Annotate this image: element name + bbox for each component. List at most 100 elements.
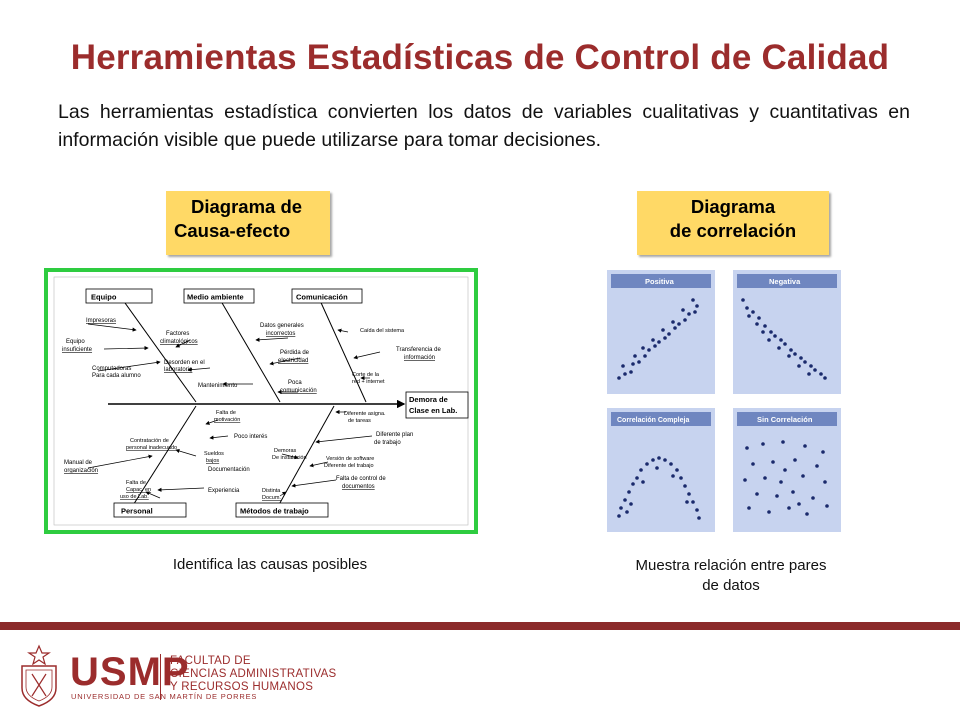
category-medio-ambiente-text: Medio ambiente [187, 293, 244, 302]
bone-personal [129, 405, 197, 511]
cause-computadoras-1: Computadoras [92, 366, 131, 372]
cause-falta-motiv-1: Falta de [216, 410, 236, 416]
cause-version-2: Diferente del trabajo [324, 463, 374, 469]
cause-impresoras: Impresoras [86, 318, 116, 324]
cause-poca-1: Poca [288, 380, 302, 386]
bone-equipo [119, 295, 197, 403]
category-medio-ambiente: Medio ambiente [183, 288, 255, 304]
scatter-point [691, 500, 695, 504]
scatter-point [697, 516, 701, 520]
scatter-point [619, 506, 623, 510]
scatter-point [657, 340, 661, 344]
scatter-point [743, 478, 747, 482]
scatter-point [821, 450, 825, 454]
scatter-point [647, 348, 651, 352]
scatter-point [629, 370, 633, 374]
cause-labels: Impresoras Equipo insuficiente Computado… [62, 318, 441, 501]
scatter-point [653, 344, 657, 348]
university-seal-icon [21, 644, 57, 707]
scatter-point [813, 368, 817, 372]
cause-factores-1: Factores [166, 331, 189, 337]
scatter-point [775, 494, 779, 498]
scatter-point [751, 462, 755, 466]
cause-version-1: Versión de software [326, 456, 374, 462]
scatter-point [763, 476, 767, 480]
scatter-point [793, 458, 797, 462]
scatter-point [683, 318, 687, 322]
scatter-point [761, 330, 765, 334]
scatter-title-sin-correlacion: Sin Correlación [757, 415, 813, 424]
scatter-point [767, 338, 771, 342]
scatter-point [805, 512, 809, 516]
effect-line2: Clase en Lab. [409, 406, 457, 415]
scatter-point [635, 476, 639, 480]
scatter-point [793, 352, 797, 356]
scatter-point [773, 334, 777, 338]
category-equipo: Equipo [85, 288, 153, 304]
scatter-panel-positiva: Positiva [607, 270, 715, 394]
scatter-point [675, 468, 679, 472]
bone-comunicacion [317, 295, 367, 403]
scatter-point [629, 502, 633, 506]
cause-computadoras-2: Para cada alumno [92, 373, 141, 379]
correlation-caption: Muestra relación entre pares de datos [600, 556, 862, 596]
scatter-point [673, 326, 677, 330]
cause-diferente-asig-2: de tareas [348, 418, 371, 424]
cause-demoras-2: De instalación [272, 455, 307, 461]
cause-transferencia-1: Transferencia de [396, 347, 441, 353]
scatter-point [671, 320, 675, 324]
cause-documentacion: Documentación [208, 467, 250, 473]
scatter-point [667, 332, 671, 336]
scatter-point [651, 458, 655, 462]
scatter-point [651, 338, 655, 342]
scatter-point [751, 310, 755, 314]
fishbone-svg: Equipo Medio ambiente Comunicación Perso… [53, 276, 469, 526]
scatter-point [797, 502, 801, 506]
category-equipo-text: Equipo [91, 293, 117, 302]
cause-corte-1: Corte de la [352, 372, 380, 378]
scatter-point [681, 308, 685, 312]
scatter-point [781, 440, 785, 444]
scatter-point [687, 492, 691, 496]
scatter-point [641, 480, 645, 484]
scatter-point [669, 462, 673, 466]
cause-contratacion-1: Contratación de [130, 438, 169, 444]
scatter-point [627, 490, 631, 494]
faculty-line1: FACULTAD DE [170, 655, 251, 667]
scatter-point [815, 464, 819, 468]
cause-sueldos-2: bajos [206, 458, 219, 464]
scatter-point [623, 498, 627, 502]
cause-arrows [87, 323, 381, 499]
cause-poco-interes: Poco interés [234, 434, 267, 440]
scatter-point [819, 372, 823, 376]
cause-manual-1: Manual de [64, 460, 93, 466]
bone-medio-ambiente [217, 295, 281, 403]
footer-divider [160, 654, 161, 700]
cause-factores-2: climatológicos [160, 339, 198, 345]
scatter-point [625, 510, 629, 514]
category-comunicacion-text: Comunicación [296, 293, 348, 302]
scatter-point [661, 328, 665, 332]
fishbone-diagram: Equipo Medio ambiente Comunicación Perso… [44, 268, 478, 534]
usmp-logo-sub: UNIVERSIDAD DE SAN MARTÍN DE PORRES [71, 692, 258, 701]
scatter-point [823, 376, 827, 380]
scatter-title-compleja: Correlación Compleja [617, 417, 689, 424]
cause-datos-2: incorrectos [266, 331, 295, 337]
category-metodos-text: Métodos de trabajo [240, 507, 309, 516]
scatter-point [663, 336, 667, 340]
cause-mantenimiento: Mantenimiento [198, 383, 238, 389]
scatter-point [745, 446, 749, 450]
scatter-dots-sin-correlacion [743, 440, 829, 516]
scatter-point [757, 316, 761, 320]
scatter-point [825, 504, 829, 508]
cause-poca-2: comunicación [280, 388, 317, 394]
cause-effect-label: Diagrama de Causa-efecto [166, 191, 330, 255]
scatter-point [811, 496, 815, 500]
cause-datos-1: Datos generales [260, 323, 304, 329]
cause-falta-capac-2: Capac. en [126, 487, 151, 493]
scatter-point [685, 500, 689, 504]
cause-diferente-plan-1: Diferente plan [376, 432, 413, 438]
scatter-point [679, 476, 683, 480]
cause-distinta-2: Docum. [262, 495, 281, 501]
scatter-point [639, 468, 643, 472]
